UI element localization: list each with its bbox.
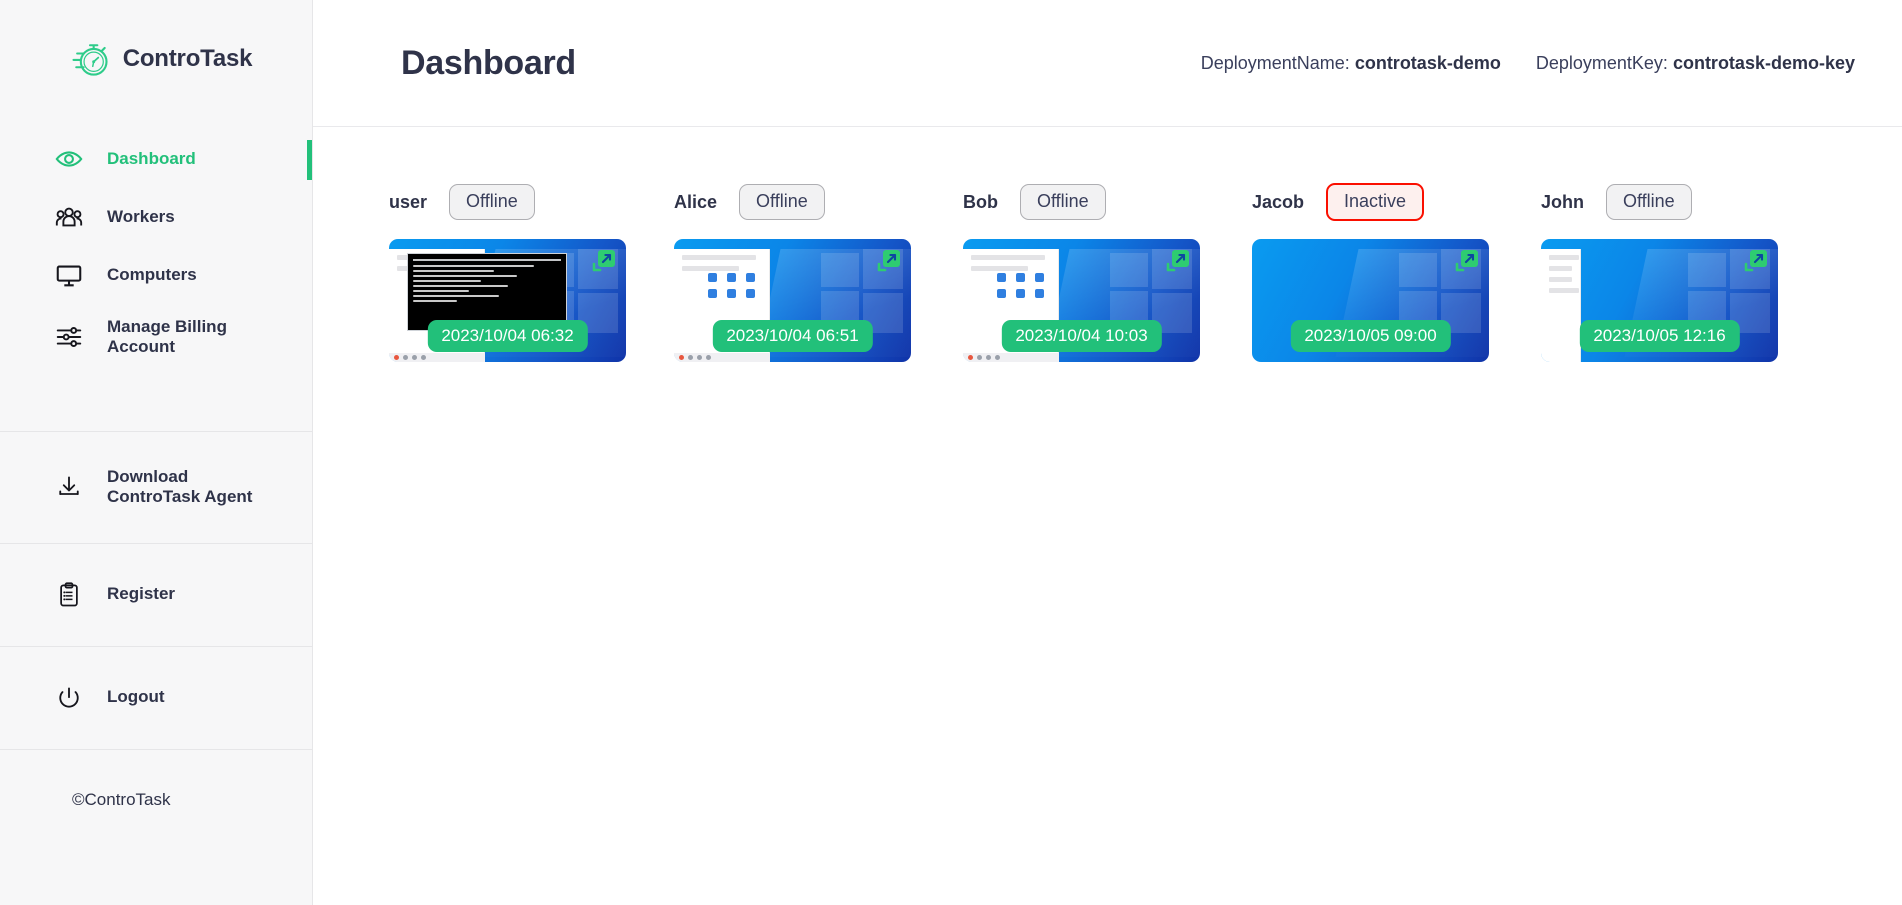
status-badge[interactable]: Offline bbox=[1020, 184, 1106, 220]
sidebar-item-label: Logout bbox=[107, 687, 165, 707]
eye-icon bbox=[53, 143, 85, 175]
deployment-key-label: DeploymentKey: bbox=[1535, 52, 1668, 73]
download-icon bbox=[53, 471, 85, 503]
sidebar-item-dashboard[interactable]: Dashboard bbox=[0, 130, 312, 188]
expand-icon[interactable] bbox=[1742, 247, 1770, 275]
expand-icon[interactable] bbox=[875, 247, 903, 275]
sidebar-item-label: Manage Billing Account bbox=[107, 317, 227, 357]
sidebar-divider bbox=[0, 430, 312, 432]
worker-card: John Offline bbox=[1469, 179, 1778, 362]
worker-name: user bbox=[389, 191, 428, 212]
main-content: Dashboard DeploymentName: controtask-dem… bbox=[313, 0, 1902, 905]
screenshot-timestamp: 2023/10/04 10:03 bbox=[1001, 320, 1162, 352]
download-group: Download ControTask Agent bbox=[0, 432, 312, 543]
worker-screenshot-thumbnail[interactable]: 2023/10/04 10:03 bbox=[963, 239, 1200, 362]
deployment-info: DeploymentName: controtask-demo Deployme… bbox=[1201, 53, 1855, 74]
worker-card-list: user Offline bbox=[313, 127, 1902, 362]
sidebar-item-label: Register bbox=[107, 584, 176, 604]
sliders-icon bbox=[53, 321, 85, 353]
worker-screenshot-thumbnail[interactable]: 2023/10/05 09:00 bbox=[1252, 239, 1489, 362]
worker-name: Alice bbox=[674, 191, 718, 212]
deployment-name-value: controtask-demo bbox=[1354, 52, 1501, 73]
worker-name: Bob bbox=[963, 191, 998, 212]
worker-card-header: Bob Offline bbox=[891, 179, 1180, 225]
status-badge[interactable]: Inactive bbox=[1326, 183, 1425, 221]
deployment-name-label: DeploymentName: bbox=[1200, 52, 1350, 73]
register-group: Register bbox=[0, 544, 312, 646]
worker-card-header: Alice Offline bbox=[602, 179, 891, 225]
page-title: Dashboard bbox=[401, 43, 576, 82]
sidebar-item-download-agent[interactable]: Download ControTask Agent bbox=[0, 454, 312, 521]
status-badge[interactable]: Offline bbox=[739, 184, 825, 220]
worker-card: Bob Offline bbox=[891, 179, 1200, 362]
expand-icon[interactable] bbox=[1453, 247, 1481, 275]
primary-nav: Dashboard Workers bbox=[0, 118, 312, 431]
sidebar-item-workers[interactable]: Workers bbox=[0, 188, 312, 246]
sidebar-item-manage-billing-account[interactable]: Manage Billing Account bbox=[0, 304, 312, 371]
sidebar-item-register[interactable]: Register bbox=[0, 566, 312, 624]
screenshot-timestamp: 2023/10/04 06:32 bbox=[427, 320, 588, 352]
mini-window-panel bbox=[1541, 249, 1581, 362]
screenshot-timestamp: 2023/10/05 09:00 bbox=[1290, 320, 1451, 352]
worker-name: John bbox=[1541, 191, 1584, 212]
sidebar-item-label: Computers bbox=[107, 264, 197, 284]
people-icon bbox=[53, 201, 85, 233]
deployment-key: DeploymentKey: controtask-demo-key bbox=[1536, 53, 1855, 74]
worker-card: user Offline bbox=[313, 179, 626, 362]
deployment-name: DeploymentName: controtask-demo bbox=[1201, 53, 1501, 74]
worker-card-header: user Offline bbox=[313, 179, 602, 225]
expand-icon[interactable] bbox=[590, 247, 618, 275]
worker-card-header: Jacob Inactive bbox=[1180, 179, 1469, 225]
expand-icon[interactable] bbox=[1164, 247, 1192, 275]
topbar: Dashboard DeploymentName: controtask-dem… bbox=[313, 0, 1902, 127]
terminal-window bbox=[407, 253, 567, 331]
worker-screenshot-thumbnail[interactable]: 2023/10/04 06:51 bbox=[674, 239, 911, 362]
sidebar-copyright: ©ControTask bbox=[72, 789, 171, 809]
worker-card: Alice Offline bbox=[602, 179, 911, 362]
brand-name: ControTask bbox=[122, 45, 253, 72]
worker-name: Jacob bbox=[1252, 191, 1305, 212]
stopwatch-icon bbox=[68, 37, 112, 81]
sidebar-divider bbox=[0, 748, 312, 750]
monitor-icon bbox=[53, 259, 85, 291]
screenshot-timestamp: 2023/10/04 06:51 bbox=[712, 320, 873, 352]
clipboard-list-icon bbox=[53, 579, 85, 611]
sidebar-item-label: Download ControTask Agent bbox=[107, 466, 253, 507]
sidebar-item-logout[interactable]: Logout bbox=[0, 669, 312, 727]
screenshot-timestamp: 2023/10/05 12:16 bbox=[1579, 320, 1740, 352]
sidebar-divider bbox=[0, 542, 312, 544]
deployment-key-value: controtask-demo-key bbox=[1672, 52, 1855, 73]
sidebar-item-label: Workers bbox=[107, 206, 175, 226]
logout-group: Logout bbox=[0, 647, 312, 749]
worker-card-header: John Offline bbox=[1469, 179, 1758, 225]
sidebar: ControTask Dashboard bbox=[0, 0, 313, 905]
worker-screenshot-thumbnail[interactable]: 2023/10/04 06:32 bbox=[389, 239, 626, 362]
status-badge[interactable]: Offline bbox=[449, 184, 535, 220]
worker-card: Jacob Inactive 2023/1 bbox=[1180, 179, 1489, 362]
sidebar-divider bbox=[0, 645, 312, 647]
worker-screenshot-thumbnail[interactable]: 2023/10/05 12:16 bbox=[1541, 239, 1778, 362]
brand[interactable]: ControTask bbox=[0, 0, 312, 118]
power-icon bbox=[53, 682, 85, 714]
sidebar-item-label: Dashboard bbox=[107, 148, 196, 168]
sidebar-item-computers[interactable]: Computers bbox=[0, 246, 312, 304]
status-badge[interactable]: Offline bbox=[1606, 184, 1692, 220]
nav-spacer bbox=[0, 371, 312, 431]
